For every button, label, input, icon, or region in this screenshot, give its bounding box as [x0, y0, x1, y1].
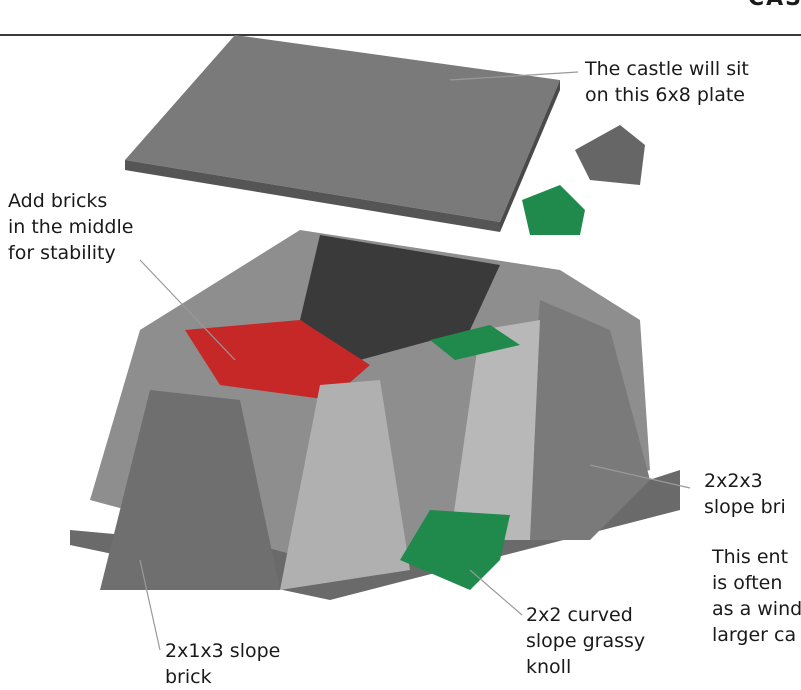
slope-mid [280, 380, 410, 590]
plate-label-line: The castle will sit [585, 58, 749, 80]
slope223-label-line: slope bri [704, 496, 786, 518]
chapter-header: CAST [748, 0, 801, 11]
plate-label-line: on this 6x8 plate [585, 84, 745, 106]
green-slope-piece [522, 185, 585, 235]
plate-6x8 [125, 35, 560, 232]
entrance-label-line: is often [712, 572, 783, 594]
slope223-label-line: 2x2x3 [704, 470, 763, 492]
slope213-label-line: 2x1x3 slope [165, 640, 281, 662]
plate-label: The castle will sit on this 6x8 plate [585, 56, 749, 108]
red-bricks [185, 320, 370, 400]
entrance-label: This ent is often as a wind larger ca [712, 544, 801, 648]
green-knoll [400, 510, 510, 590]
slope213-label-line: brick [165, 666, 212, 688]
slope223-label: 2x2x3 slope bri [704, 468, 786, 520]
curved-label: 2x2 curved slope grassy knoll [526, 602, 645, 680]
middle-label-line: in the middle [8, 216, 134, 238]
green-top-plate [430, 325, 520, 360]
entrance-label-line: larger ca [712, 624, 797, 646]
leader-lines [139, 71, 691, 651]
slope213-label: 2x1x3 slope brick [165, 638, 280, 690]
entrance-label-line: as a wind [712, 598, 801, 620]
entrance-label-line: This ent [712, 546, 789, 568]
curved-label-line: knoll [526, 656, 572, 678]
header-rule [0, 34, 801, 36]
curved-label-line: slope grassy [526, 630, 646, 652]
gray-slope-piece [575, 125, 645, 185]
middle-label-line: for stability [8, 242, 116, 264]
inner-cavity [300, 235, 500, 360]
middle-label-line: Add bricks [8, 190, 108, 212]
slope-2x2x3 [520, 300, 650, 540]
curved-label-line: 2x2 curved [526, 604, 633, 626]
slope-right-light [450, 320, 540, 540]
slope-2x1x3-left [100, 390, 280, 590]
middle-label: Add bricks in the middle for stability [8, 188, 133, 266]
